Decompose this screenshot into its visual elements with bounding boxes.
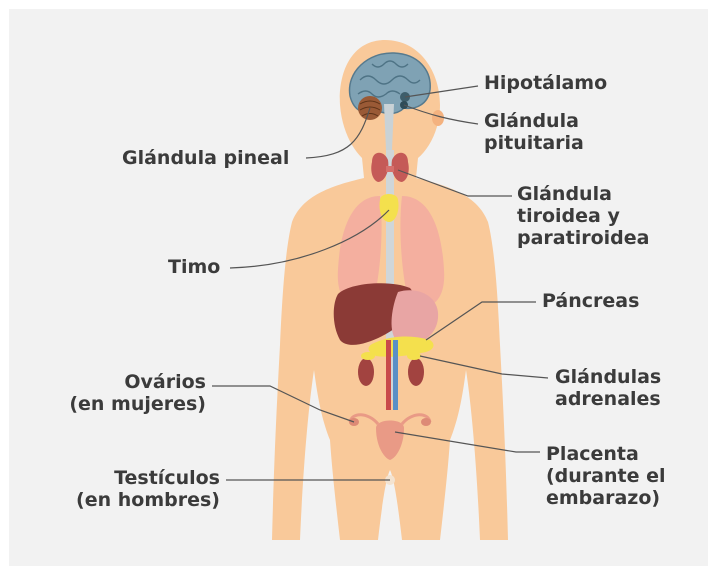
label-ovaries: Ovários (en mujeres): [56, 371, 206, 415]
right-ovary: [421, 418, 431, 426]
label-pineal: Glándula pineal: [122, 147, 289, 169]
left-kidney: [358, 358, 374, 386]
label-thyroid: Glándula tiroidea y paratiroidea: [517, 183, 649, 249]
label-pituitary: Glándula pituitaria: [484, 110, 584, 154]
nose-shape: [432, 110, 444, 126]
label-hypothalamus: Hipotálamo: [484, 72, 607, 94]
label-testicles: Testículos (en hombres): [40, 467, 220, 511]
vena-cava: [393, 340, 398, 410]
right-adrenal: [407, 352, 421, 360]
label-thymus: Timo: [168, 256, 220, 278]
aorta: [386, 340, 391, 410]
label-placenta: Placenta (durante el embarazo): [546, 443, 666, 509]
label-pancreas: Páncreas: [542, 290, 639, 312]
right-kidney: [408, 358, 424, 386]
left-adrenal: [361, 352, 375, 360]
thyroid-isthmus: [386, 166, 394, 172]
label-adrenals: Glándulas adrenales: [555, 366, 661, 410]
